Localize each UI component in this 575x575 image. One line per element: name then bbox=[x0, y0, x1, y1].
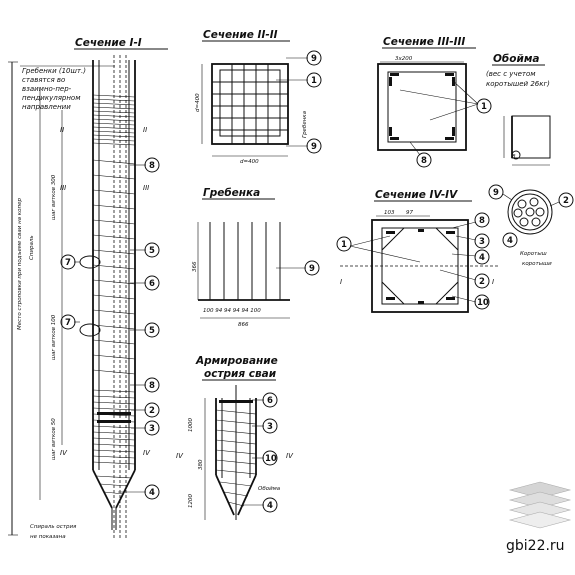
watermark: gbi22.ru bbox=[506, 481, 572, 554]
callout-9-comb: 9 bbox=[309, 264, 315, 274]
callout-3-tip: 3 bbox=[267, 422, 273, 432]
callout-9-sec2-bottom: 9 bbox=[311, 142, 317, 152]
callout-2-circle: 2 bbox=[563, 196, 569, 206]
callout-6-tip: 6 bbox=[267, 396, 273, 406]
comb-dims-row: 100 94 94 94 94 100 bbox=[203, 308, 261, 314]
comb-dim-total: 866 bbox=[238, 322, 249, 328]
circular-detail: 9 2 4 Коротыш коротыши bbox=[488, 184, 574, 267]
callout-4-tip: 4 bbox=[267, 501, 273, 511]
combs-note-5: направлении bbox=[22, 103, 71, 111]
callout-5-top: 5 bbox=[149, 246, 155, 256]
section-mark-3-right: III bbox=[143, 184, 149, 192]
combs-note-1: Гребенки (10шт.) bbox=[22, 67, 86, 75]
spiral-pitch-50: шаг витков 50 bbox=[51, 418, 57, 460]
section-2-comb-note: Гребенка bbox=[302, 110, 308, 138]
top-spiral bbox=[92, 94, 136, 146]
section-2-2: Сечение II-II d=400 d=400 1 9 9 Гребенка bbox=[195, 29, 322, 165]
callout-9-circle: 9 bbox=[493, 188, 499, 198]
section-mark-4-right: IV bbox=[143, 449, 151, 457]
tip-section-mark-left: IV bbox=[176, 452, 184, 460]
callout-1-sec4: 1 bbox=[341, 240, 347, 250]
callout-2-left: 2 bbox=[149, 406, 155, 416]
combs-note-2: ставятся во bbox=[22, 76, 65, 84]
section-1-1-elevation: Сечение I-I Место строповки при подъеме … bbox=[8, 37, 168, 540]
section-4-4: Сечение IV-IV 103 97 I I 1 8 3 4 2 bbox=[336, 189, 500, 313]
callout-4-left: 4 bbox=[149, 488, 155, 498]
combs-note-3: взаимно-пер- bbox=[22, 85, 72, 93]
section-mark-2-left: II bbox=[60, 126, 64, 134]
section-2-2-title: Сечение II-II bbox=[203, 29, 278, 41]
tip-dim-1200: 1200 bbox=[188, 494, 194, 508]
section-2-dim-h: d=400 bbox=[240, 159, 259, 165]
section-4-mark-right: I bbox=[492, 278, 494, 286]
callout-4-sec4: 4 bbox=[479, 253, 485, 263]
callout-9-sec2-top: 9 bbox=[311, 54, 317, 64]
section-mark-4-left: IV bbox=[60, 449, 68, 457]
lifting-point-note: Место строповки при подъеме сваи на копе… bbox=[17, 198, 23, 330]
hoop-note-2: коротышей 26кг) bbox=[486, 80, 550, 88]
callout-8-top: 8 bbox=[149, 161, 155, 171]
callout-8-sec3: 8 bbox=[421, 156, 427, 166]
circle-note-2: коротыши bbox=[522, 261, 552, 267]
callout-6: 6 bbox=[149, 279, 155, 289]
tip-dim-1000: 1000 bbox=[188, 418, 194, 432]
hoop-note-1: (вес с учетом bbox=[486, 70, 536, 78]
callout-8-bottom: 8 bbox=[149, 381, 155, 391]
tip-reinforcement: Армирование острия сваи 380 1000 1200 IV… bbox=[176, 355, 294, 520]
spiral-note: Спираль bbox=[29, 235, 35, 260]
hoop-detail: Обойма (вес с учетом коротышей 26кг) 8 bbox=[486, 53, 551, 166]
comb-dim-height: 366 bbox=[192, 261, 198, 272]
callout-8-hoop: 8 bbox=[512, 154, 516, 160]
section-3-dim: 3x200 bbox=[395, 56, 413, 62]
watermark-text: gbi22.ru bbox=[506, 538, 565, 554]
comb-title: Гребенка bbox=[203, 187, 260, 199]
comb-detail: Гребенка 366 100 94 94 94 94 100 866 9 bbox=[192, 187, 320, 328]
tip-hoop-note: Обойма bbox=[258, 486, 281, 492]
section-3-3-title: Сечение III-III bbox=[383, 36, 465, 48]
tip-title-line2: острия сваи bbox=[204, 368, 277, 380]
callout-10-sec4: 10 bbox=[477, 298, 489, 308]
pile-tip-note-2: не показана bbox=[30, 534, 66, 540]
hoop-title: Обойма bbox=[493, 53, 540, 65]
callout-3-left: 3 bbox=[149, 424, 155, 434]
callout-10-tip: 10 bbox=[265, 454, 277, 464]
callout-8-sec4: 8 bbox=[479, 216, 485, 226]
callout-2-sec4: 2 bbox=[479, 277, 485, 287]
circle-note-1: Коротыш bbox=[520, 251, 547, 257]
tip-title-line1: Армирование bbox=[195, 355, 278, 367]
tip-dim-380: 380 bbox=[198, 459, 204, 470]
section-4-dim-97: 97 bbox=[406, 210, 413, 216]
callout-7-top: 7 bbox=[65, 258, 71, 268]
tip-section-mark-right: IV bbox=[286, 452, 294, 460]
section-mark-3-left: III bbox=[60, 184, 66, 192]
section-1-1-title: Сечение I-I bbox=[75, 37, 142, 49]
section-4-mark-left: I bbox=[340, 278, 342, 286]
pile-tip-note-1: Спираль острия bbox=[30, 524, 77, 530]
section-4-dim-103: 103 bbox=[384, 210, 395, 216]
callout-4-circle: 4 bbox=[507, 236, 513, 246]
section-4-4-title: Сечение IV-IV bbox=[375, 189, 458, 201]
spiral-pitch-100: шаг витков 100 bbox=[51, 314, 57, 360]
section-2-dim-v: d=400 bbox=[195, 93, 201, 112]
section-3-3: Сечение III-III 3x200 1 8 bbox=[377, 36, 492, 168]
callout-1-sec2: 1 bbox=[311, 76, 317, 86]
callout-1-sec3: 1 bbox=[481, 102, 487, 112]
section-mark-2-right: II bbox=[143, 126, 147, 134]
callout-7-bottom: 7 bbox=[65, 318, 71, 328]
spiral-pitch-300: шаг витков 300 bbox=[51, 174, 57, 220]
callout-5-bottom: 5 bbox=[149, 326, 155, 336]
middle-spiral bbox=[92, 159, 136, 375]
combs-note-4: пендикулярном bbox=[22, 94, 81, 102]
callout-3-sec4: 3 bbox=[479, 237, 485, 247]
